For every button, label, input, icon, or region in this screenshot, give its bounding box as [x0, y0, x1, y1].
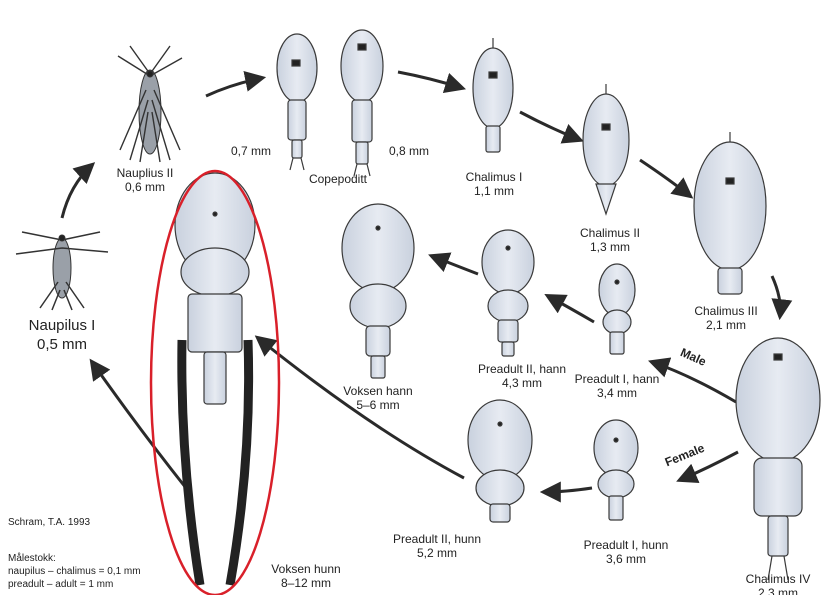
preadult-1-female-label: Preadult I, hunn 3,6 mm	[574, 538, 678, 566]
preadult-2-male-name: Preadult II, hann	[470, 362, 574, 376]
chalimus-1-size: 1,1 mm	[454, 184, 534, 198]
arrow-copepodid-to-chalimus1	[398, 72, 462, 88]
adult-female-figure	[175, 173, 255, 585]
copepodid-size-a: 0,7 mm	[226, 144, 276, 158]
source-credit: Schram, T.A. 1993	[8, 516, 90, 529]
arrow-chalimus3-to-chalimus4	[772, 276, 780, 316]
chalimus-2-label: Chalimus II 1,3 mm	[568, 226, 652, 254]
nauplius-2-figure	[118, 46, 182, 162]
nauplius-2-size: 0,6 mm	[100, 180, 190, 194]
copepodid-figure-a	[277, 34, 317, 170]
preadult-1-male-figure	[599, 264, 635, 354]
preadult-1-female-figure	[594, 420, 638, 520]
chalimus-1-figure	[473, 38, 513, 152]
copepodid-figure-b	[341, 30, 383, 176]
chalimus-1-label: Chalimus I 1,1 mm	[454, 170, 534, 198]
preadult-2-female-figure	[468, 400, 532, 522]
adult-male-figure	[342, 204, 414, 378]
chalimus-3-name: Chalimus III	[686, 304, 766, 318]
naupilus-1-name: Naupilus I	[12, 316, 112, 335]
scale-title: Målestokk:	[8, 552, 141, 565]
arrow-chalimus1-to-chalimus2	[520, 112, 580, 140]
adult-female-label: Voksen hunn 8–12 mm	[262, 562, 350, 590]
chalimus-4-label: Chalimus IV 2,3 mm	[736, 572, 820, 595]
arrow-chalimus2-to-chalimus3	[640, 160, 690, 196]
chalimus-4-figure	[736, 338, 820, 580]
preadult-1-male-size: 3,4 mm	[566, 386, 668, 400]
chalimus-4-name: Chalimus IV	[736, 572, 820, 586]
arrow-adult-female-to-naupilus1	[92, 362, 186, 488]
preadult-2-female-name: Preadult II, hunn	[382, 532, 492, 546]
naupilus-1-figure	[16, 232, 108, 310]
preadult-2-male-size: 4,3 mm	[470, 376, 574, 390]
arrow-naupilus1-to-nauplius2	[62, 165, 92, 218]
nauplius-2-label: Nauplius II 0,6 mm	[100, 166, 190, 194]
preadult-2-female-label: Preadult II, hunn 5,2 mm	[382, 532, 492, 560]
adult-male-label: Voksen hann 5–6 mm	[338, 384, 418, 412]
preadult-1-male-label: Preadult I, hann 3,4 mm	[566, 372, 668, 400]
chalimus-3-size: 2,1 mm	[686, 318, 766, 332]
scale-line-1: naupilus – chalimus = 0,1 mm	[8, 565, 141, 578]
scale-line-2: preadult – adult = 1 mm	[8, 578, 141, 591]
adult-male-size: 5–6 mm	[338, 398, 418, 412]
arrow-preadult1-to-preadult2-female	[544, 488, 592, 492]
preadult-1-female-name: Preadult I, hunn	[574, 538, 678, 552]
copepodid-size-b: 0,8 mm	[384, 144, 434, 158]
chalimus-1-name: Chalimus I	[454, 170, 534, 184]
nauplius-2-name: Nauplius II	[100, 166, 190, 180]
scale-legend: Målestokk: naupilus – chalimus = 0,1 mm …	[8, 552, 141, 591]
arrow-nauplius2-to-copepodid	[206, 78, 262, 96]
chalimus-4-size: 2,3 mm	[736, 586, 820, 595]
preadult-2-female-size: 5,2 mm	[382, 546, 492, 560]
chalimus-2-size: 1,3 mm	[568, 240, 652, 254]
naupilus-1-size: 0,5 mm	[12, 335, 112, 354]
arrow-preadult2-to-adult-male	[432, 256, 478, 274]
chalimus-3-label: Chalimus III 2,1 mm	[686, 304, 766, 332]
preadult-1-male-name: Preadult I, hann	[566, 372, 668, 386]
copepodid-name: Copepoditt	[298, 172, 378, 186]
cycle-arrows	[62, 72, 780, 492]
adult-female-name: Voksen hunn	[262, 562, 350, 576]
chalimus-3-figure	[694, 132, 766, 294]
naupilus-1-label: Naupilus I 0,5 mm	[12, 316, 112, 354]
preadult-2-male-label: Preadult II, hann 4,3 mm	[470, 362, 574, 390]
adult-male-name: Voksen hann	[338, 384, 418, 398]
preadult-2-male-figure	[482, 230, 534, 356]
chalimus-2-name: Chalimus II	[568, 226, 652, 240]
arrow-preadult1-to-preadult2-male	[548, 296, 594, 322]
adult-female-size: 8–12 mm	[262, 576, 350, 590]
chalimus-2-figure	[583, 84, 629, 214]
preadult-1-female-size: 3,6 mm	[574, 552, 678, 566]
